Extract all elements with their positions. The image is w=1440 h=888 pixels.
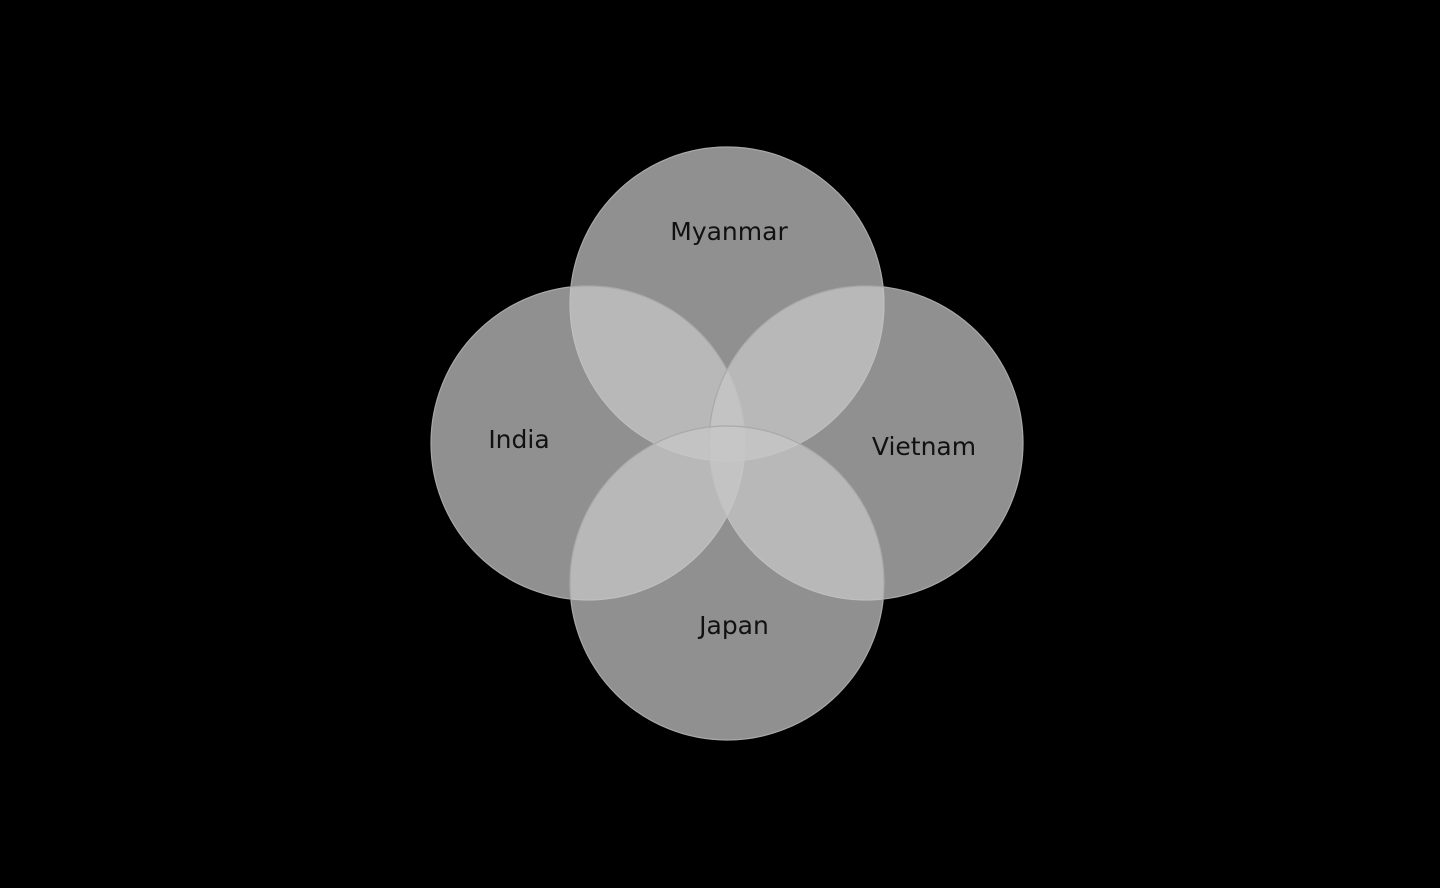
japan-label: Japan <box>697 611 769 640</box>
japan-circle <box>569 425 885 741</box>
india-label: India <box>488 425 549 454</box>
vietnam-label: Vietnam <box>872 432 976 461</box>
myanmar-label: Myanmar <box>670 217 788 246</box>
